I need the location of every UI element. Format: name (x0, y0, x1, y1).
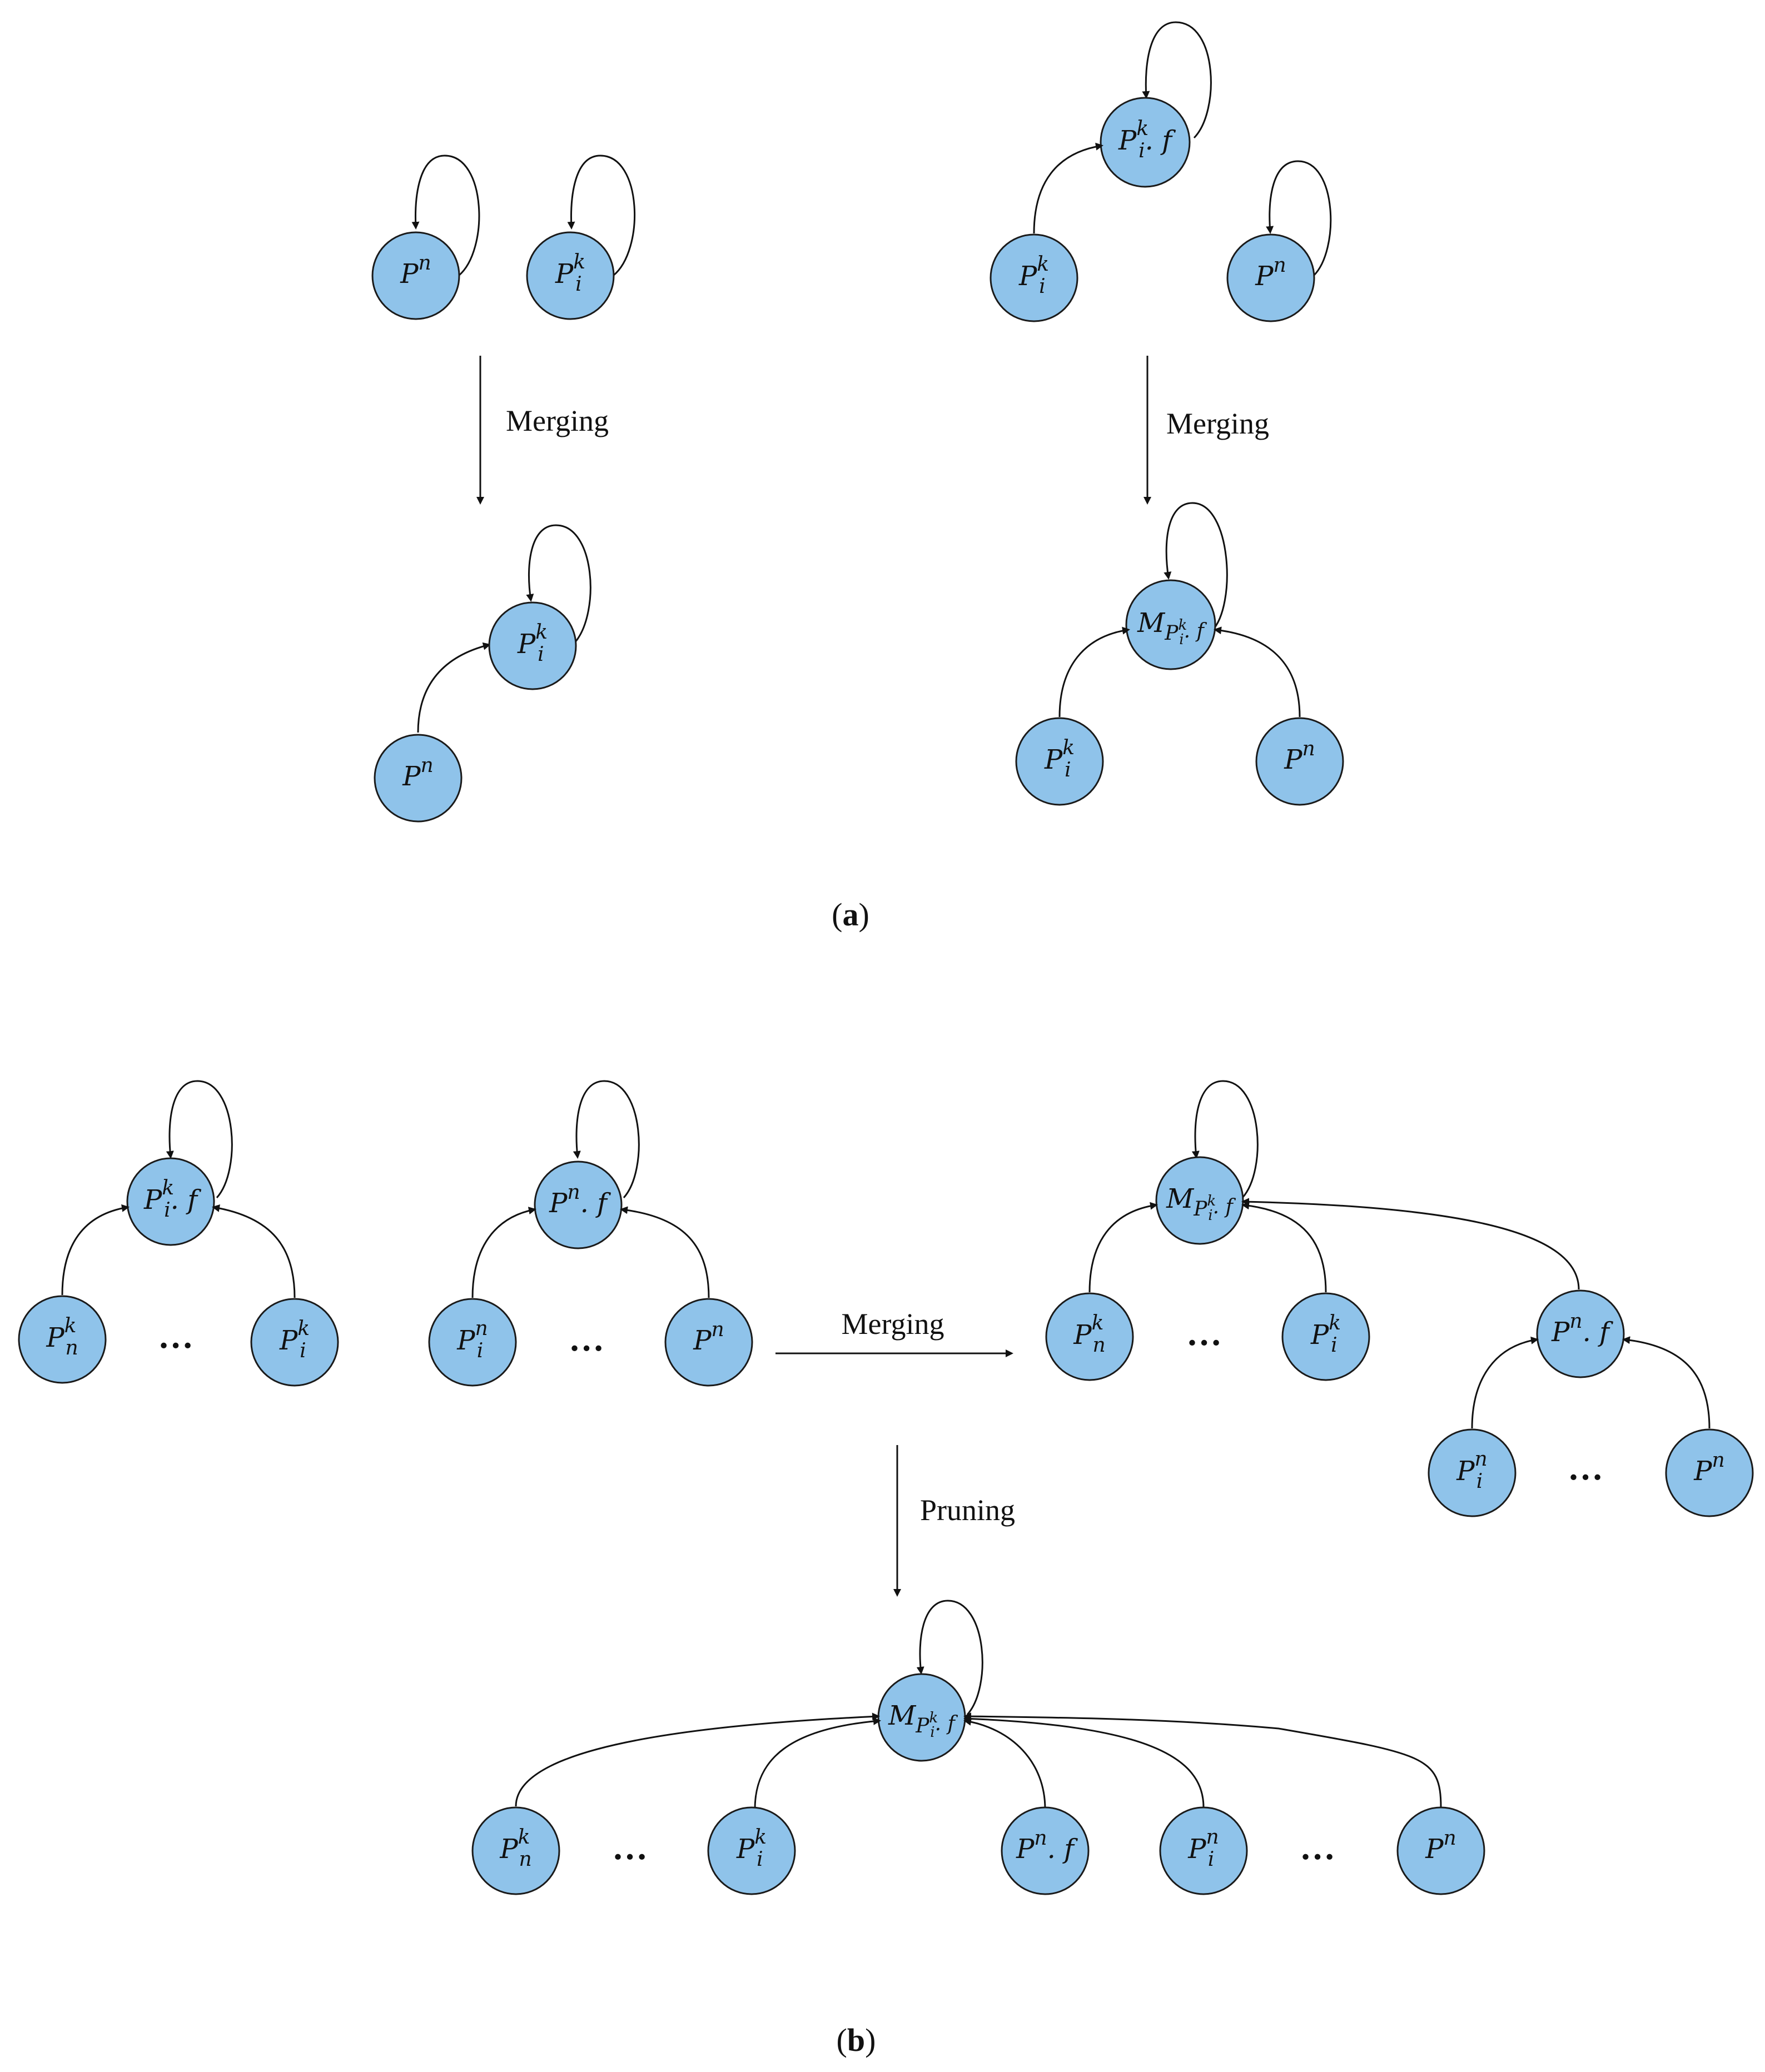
node-label-p-n: Pn (1255, 254, 1286, 292)
self-loop-edge (166, 1080, 233, 1199)
edge-p-n-f-to-m (1241, 1198, 1580, 1290)
node-p-i-k (707, 1806, 796, 1895)
caption-b: (b) (837, 2022, 876, 2058)
edge-to-p-n-f (1622, 1336, 1711, 1429)
node-m-p-i-k-f (1125, 579, 1216, 670)
ellipsis: … (612, 1827, 648, 1867)
edge-to-m (515, 1712, 880, 1807)
edge-to-m (963, 1717, 1046, 1810)
self-loop-edge (1191, 1080, 1259, 1199)
edge-p-n-to-m (1214, 626, 1301, 718)
node-p-i-k-f (1100, 97, 1191, 188)
self-loop-edge (567, 155, 636, 277)
edge-to-m (754, 1717, 881, 1810)
node-label-p-n-f: Pn. f (1551, 1310, 1613, 1348)
merging-label: Merging (842, 1307, 944, 1341)
self-loop-edge (1164, 502, 1228, 632)
node-p-i-n (1159, 1806, 1248, 1895)
node-p-i-k-f (126, 1157, 215, 1246)
edge-to-p-n-f (471, 1207, 536, 1298)
edge-to-m (963, 1715, 1205, 1808)
node-label-p-n: Pn (1693, 1449, 1724, 1487)
node-p-n (1665, 1428, 1754, 1517)
node-label-p-n: Pn (693, 1318, 724, 1356)
merging-label: Merging (1166, 407, 1269, 440)
node-p-n-f (534, 1160, 623, 1249)
node-p-n-k (1045, 1292, 1134, 1381)
self-loop-edge (916, 1600, 983, 1716)
node-p-n (664, 1298, 753, 1387)
node-label-p-n: Pn (402, 754, 433, 792)
node-p-n (1396, 1806, 1485, 1895)
edge-to-p-i-k-f (212, 1204, 296, 1298)
node-p-n-k (18, 1295, 107, 1384)
node-p-i-k (488, 601, 577, 690)
edge-p-i-k-to-m (1058, 626, 1130, 718)
self-loop-edge (1266, 160, 1332, 277)
node-p-i-k (526, 231, 615, 320)
merging-label: Merging (506, 404, 609, 437)
node-p-i-k (250, 1298, 339, 1387)
node-p-i-k (1015, 717, 1104, 806)
self-loop-edge (573, 1080, 640, 1199)
node-p-n (374, 734, 463, 823)
edge-p-i-k-to-p-i-k-f (1033, 142, 1103, 234)
edge-to-p-n-f (1471, 1336, 1539, 1429)
ellipsis: … (1568, 1448, 1603, 1487)
edge-p-n-to-p-i-k (417, 642, 491, 733)
node-p-n-f (1536, 1289, 1625, 1378)
edge-to-m (963, 1712, 1442, 1808)
ellipsis: … (569, 1319, 604, 1358)
ellipsis: … (158, 1316, 193, 1356)
node-label-p-n-f: Pn. f (549, 1181, 611, 1219)
ellipsis: … (1186, 1313, 1222, 1353)
ellipsis: … (1300, 1827, 1335, 1867)
node-p-i-n (1428, 1428, 1517, 1517)
caption-a: (a) (832, 896, 869, 933)
node-p-n (371, 231, 460, 320)
pruning-label: Pruning (920, 1493, 1015, 1527)
self-loop-edge (1142, 21, 1212, 139)
node-label-p-n: Pn (1284, 738, 1315, 775)
node-p-i-k (990, 233, 1078, 322)
edge-to-p-n-f (620, 1206, 710, 1298)
edge-to-m (1088, 1202, 1158, 1293)
node-p-n (1255, 717, 1344, 806)
self-loop-edge (411, 155, 480, 277)
node-label-p-n: Pn (400, 252, 431, 290)
node-p-i-k (1281, 1292, 1370, 1381)
node-p-n (1226, 233, 1315, 322)
node-p-i-n (428, 1298, 517, 1387)
node-label-p-n: Pn (1425, 1827, 1456, 1865)
edge-to-p-i-k-f (61, 1204, 130, 1296)
node-p-n-f (1001, 1806, 1090, 1895)
node-label-p-n-f: Pn. f (1016, 1827, 1078, 1865)
edge-to-m (1241, 1202, 1327, 1293)
node-p-n-k (471, 1806, 560, 1895)
self-loop-edge (526, 524, 591, 642)
